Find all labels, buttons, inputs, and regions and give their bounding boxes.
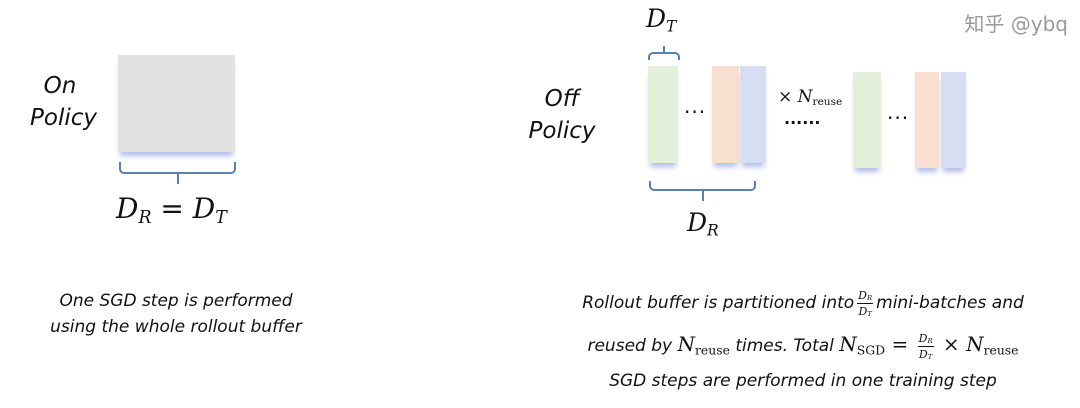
reuse-multiplier: × Nreuse [778,87,843,109]
dr-equals-dt: DR = DT [116,192,227,229]
minibatch-green [648,66,678,163]
on-policy-caption-line2: using the whole rollout buffer [50,317,302,337]
caption-line3: SGD steps are performed in one training … [609,371,997,391]
minibatch-orange-2 [915,72,939,168]
buffer-brace [119,162,236,174]
minibatch-blue-2 [941,72,966,168]
ellipsis-2: ··· [887,106,910,130]
off-policy-label: Off Policy [522,83,602,147]
on-policy-label-line1: On [43,73,77,99]
watermark: 知乎 @ybq [964,12,1068,36]
ellipsis: ··· [684,100,707,124]
minibatch-green-2 [853,72,881,168]
minibatch-orange [712,66,739,163]
minibatch-blue [740,66,766,163]
on-policy-caption: One SGD step is performed using the whol… [16,288,336,340]
off-policy-label-line1: Off [544,86,580,112]
on-policy-label: On Policy [30,70,97,134]
rollout-buffer-block [118,55,235,152]
dt-label: DT [646,4,677,36]
dr-label: DR [687,208,719,240]
minibatch-brace [648,52,680,60]
on-policy-caption-line1: One SGD step is performed [59,291,293,311]
on-policy-label-line2: Policy [30,105,97,131]
off-policy-label-line2: Policy [528,118,596,144]
rollout-brace [649,181,756,191]
repeat-dots: ······ [784,113,821,132]
